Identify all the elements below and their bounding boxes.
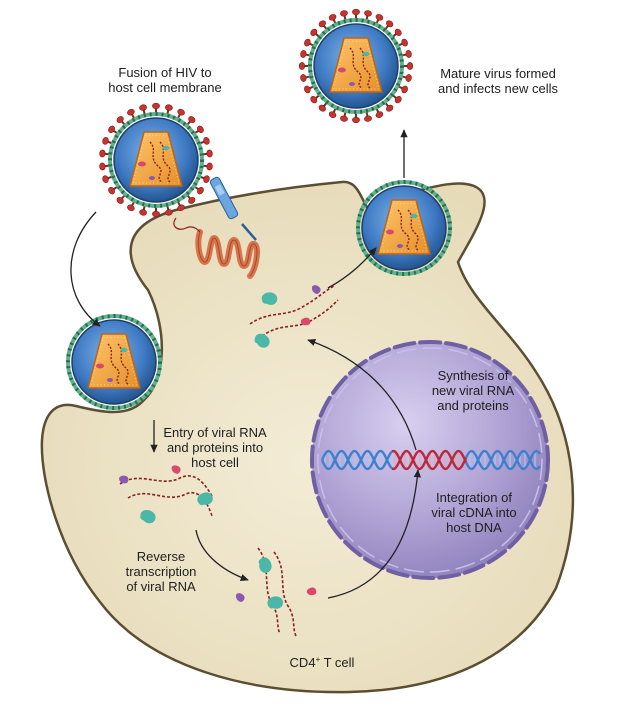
dna-strand — [464, 449, 541, 471]
label-reverse-line-2: transcription — [125, 564, 197, 579]
envelope-spike — [152, 102, 160, 114]
label-entry-line-3: host cell — [191, 455, 239, 470]
hiv-virion-fusing — [98, 102, 214, 218]
envelope-spike — [352, 112, 360, 124]
arrow-rna-to-reverse — [195, 529, 249, 581]
envelope-spike — [352, 8, 360, 20]
dna-strand — [391, 449, 468, 471]
hiv-virion-budding — [356, 180, 452, 276]
viral-cdna-reverse-transcribed — [233, 547, 318, 637]
arrow-fusion-to-entry — [70, 211, 101, 327]
label-synthesis-line-3: and proteins — [437, 398, 509, 413]
label-integration-line-1: Integration of — [436, 490, 512, 505]
label-reverse-line-3: of viral RNA — [126, 579, 196, 594]
label-cell-superscript: + — [315, 655, 321, 664]
label-synthesis-line-2: new viral RNA — [431, 383, 515, 398]
label-entry-line-1: Entry of viral RNA — [163, 425, 267, 440]
label-cell-suffix: T cell — [320, 655, 355, 670]
dna-strand — [320, 449, 393, 471]
arrow-nucleus-to-synthesis — [307, 338, 417, 451]
viral-rna-and-proteins-entered — [119, 464, 216, 525]
label-reverse-transcription: Reverse transcription of viral RNA — [96, 549, 226, 594]
label-cell-type: CD4+ T cell — [262, 655, 382, 670]
label-entry-line-2: and proteins into — [166, 440, 264, 455]
label-entry: Entry of viral RNA and proteins into hos… — [140, 425, 290, 470]
chemokine-coreceptor — [209, 176, 257, 241]
host-dna-helix — [320, 449, 541, 471]
new-viral-rna-and-proteins — [249, 283, 339, 350]
cd4-receptor — [173, 217, 260, 279]
hiv-virion-entering — [66, 314, 162, 410]
envelope-spike — [298, 62, 310, 70]
label-cell-name: CD4 — [289, 655, 316, 670]
hiv-virion-mature — [298, 8, 414, 124]
envelope-spike — [402, 62, 414, 70]
label-synthesis-line-1: Synthesis of — [437, 368, 509, 383]
dna-strand — [391, 449, 468, 471]
arrow-cdna-to-integration — [327, 469, 421, 599]
label-fusion: Fusion of HIV to host cell membrane — [70, 65, 260, 95]
label-fusion-line-2: host cell membrane — [108, 80, 222, 95]
label-mature: Mature virus formed and infects new cell… — [418, 66, 578, 96]
label-integration: Integration of viral cDNA into host DNA — [404, 490, 544, 535]
arrow-synthesis-to-budding — [327, 247, 377, 289]
label-reverse-line-1: Reverse — [136, 549, 186, 564]
label-integration-line-3: host DNA — [446, 520, 502, 535]
label-mature-line-2: and infects new cells — [438, 81, 558, 96]
label-fusion-line-1: Fusion of HIV to — [118, 65, 212, 80]
label-integration-line-2: viral cDNA into — [431, 505, 517, 520]
label-synthesis: Synthesis of new viral RNA and proteins — [398, 368, 548, 413]
dna-strand — [320, 449, 393, 471]
envelope-spike — [152, 206, 160, 218]
label-mature-line-1: Mature virus formed — [440, 66, 556, 81]
